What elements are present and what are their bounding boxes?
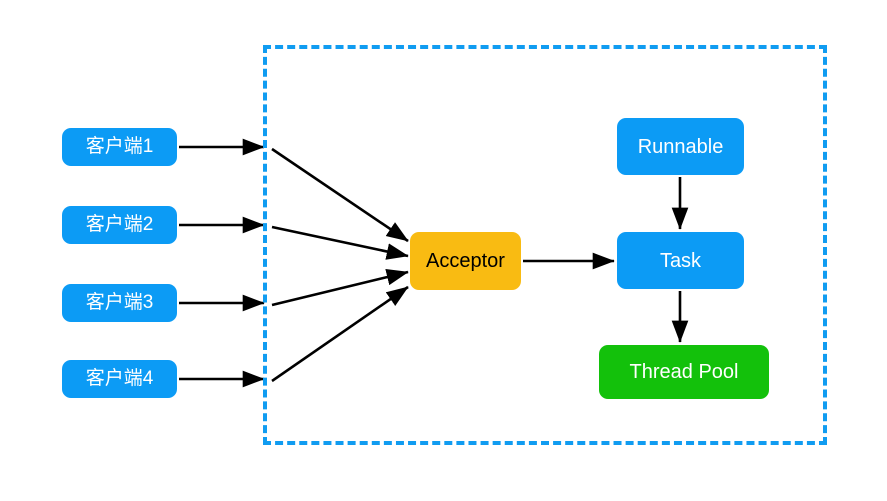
node-client1[interactable]: 客户端1 [62, 128, 177, 166]
node-acceptor[interactable]: Acceptor [410, 232, 521, 290]
node-client2[interactable]: 客户端2 [62, 206, 177, 244]
node-threadpool[interactable]: Thread Pool [599, 345, 769, 399]
server-boundary [263, 45, 827, 445]
node-task[interactable]: Task [617, 232, 744, 289]
node-client3[interactable]: 客户端3 [62, 284, 177, 322]
node-client4[interactable]: 客户端4 [62, 360, 177, 398]
node-runnable[interactable]: Runnable [617, 118, 744, 175]
